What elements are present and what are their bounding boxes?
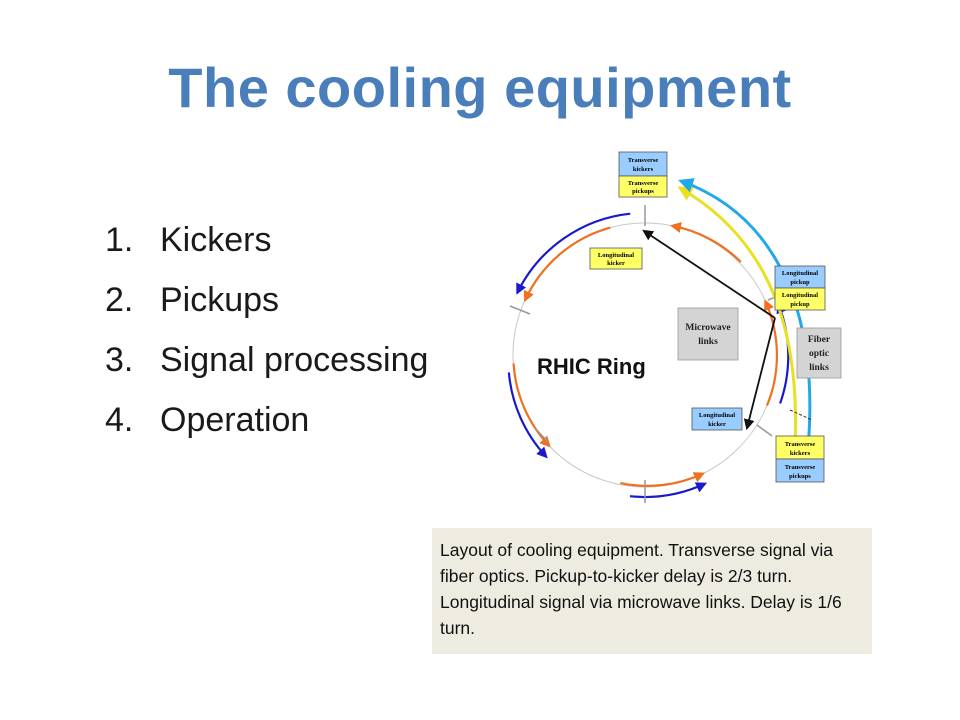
agenda-item-label: Kickers — [160, 221, 272, 259]
agenda-item: 2.Pickups — [105, 281, 280, 319]
longitudinal-kicker-left-box: Longitudinal kicker — [589, 247, 643, 270]
svg-text:Transverse: Transverse — [785, 441, 816, 448]
orange-beam-arcs — [512, 222, 779, 487]
transverse-kickers-top-box: Transverse kickers — [618, 151, 668, 177]
longitudinal-pickup-bottom-box: Longitudinal pickup — [774, 287, 826, 311]
svg-text:optic: optic — [809, 349, 829, 359]
transverse-kickers-bottom-box: Transverse kickers — [775, 435, 825, 460]
svg-text:kickers: kickers — [790, 450, 811, 457]
longitudinal-kicker-right-box: Longitudinal kicker — [691, 407, 743, 431]
microwave-links-box: Microwave links — [677, 307, 739, 361]
agenda-item-label: Pickups — [160, 281, 280, 319]
svg-text:pickup: pickup — [790, 279, 810, 286]
longitudinal-pickup-top-box: Longitudinal pickup — [774, 265, 826, 289]
svg-text:Transverse: Transverse — [785, 464, 816, 471]
slide-title: The cooling equipment — [168, 56, 792, 119]
microwave-arrow-to-kicker-bottom — [743, 317, 776, 431]
svg-text:kicker: kicker — [607, 260, 625, 267]
agenda-item: 4.Operation — [105, 401, 310, 439]
agenda-item-label: Operation — [160, 401, 310, 439]
figure-caption: Layout of cooling equipment. Transverse … — [432, 528, 872, 654]
fiber-optic-links-box: Fiber optic links — [796, 327, 842, 379]
svg-text:Microwave: Microwave — [685, 323, 730, 333]
svg-text:Longitudinal: Longitudinal — [782, 270, 818, 277]
svg-text:pickups: pickups — [632, 188, 654, 195]
svg-text:Longitudinal: Longitudinal — [598, 252, 634, 259]
svg-text:Transverse: Transverse — [628, 180, 659, 187]
fiber-dashed-connector — [789, 409, 813, 421]
svg-text:Longitudinal: Longitudinal — [699, 412, 735, 419]
ring-label: RHIC Ring — [537, 354, 646, 379]
agenda-item: 3.Signal processing — [105, 341, 429, 379]
svg-text:pickups: pickups — [789, 473, 811, 480]
agenda-list: 1.Kickers 2.Pickups 3.Signal processing … — [105, 218, 428, 458]
svg-text:Longitudinal: Longitudinal — [782, 292, 818, 299]
svg-text:links: links — [809, 363, 829, 373]
agenda-item-label: Signal processing — [160, 341, 429, 379]
svg-text:Transverse: Transverse — [628, 157, 659, 164]
transverse-pickups-top-box: Transverse pickups — [618, 175, 668, 198]
svg-text:pickup: pickup — [790, 301, 810, 308]
svg-text:kicker: kicker — [708, 421, 726, 428]
fiber-optic-yellow-line — [677, 186, 798, 446]
svg-text:kickers: kickers — [633, 166, 654, 173]
agenda-item: 1.Kickers — [105, 221, 272, 259]
svg-text:Fiber: Fiber — [808, 335, 831, 345]
microwave-arrow-to-kicker-top — [642, 229, 776, 319]
svg-text:links: links — [698, 337, 718, 347]
transverse-pickups-bottom-box: Transverse pickups — [775, 458, 825, 483]
